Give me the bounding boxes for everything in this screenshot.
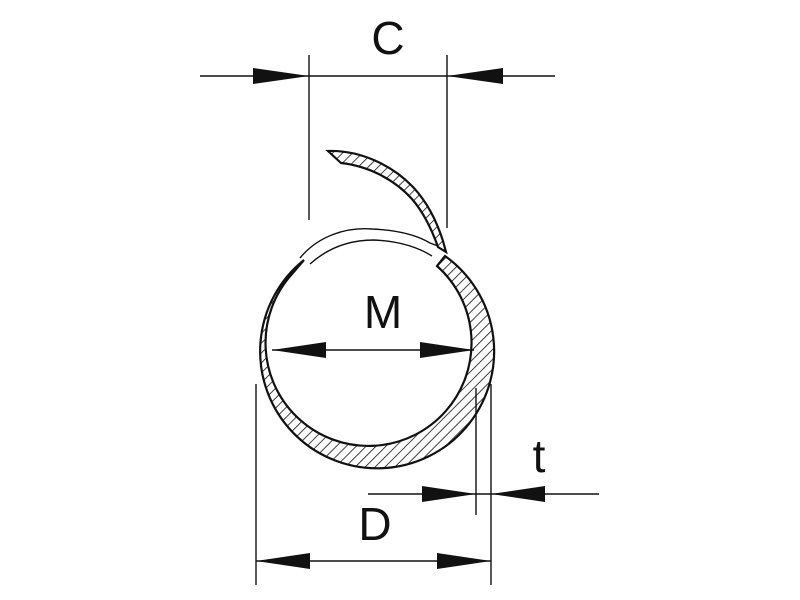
dimension-t: t — [368, 384, 599, 585]
t-arrow-right — [491, 486, 545, 502]
m-arrow-right — [420, 342, 474, 358]
c-arrow-right — [447, 68, 503, 84]
ring-broken-edge-outer — [299, 228, 447, 259]
ring-broken-edge-inner — [309, 239, 433, 265]
d-arrow-left — [256, 553, 310, 569]
dimension-m: M — [272, 286, 474, 358]
dimension-d: D — [255, 384, 491, 585]
m-arrow-left — [272, 342, 326, 358]
d-arrow-right — [437, 553, 491, 569]
d-label: D — [358, 498, 391, 550]
c-label: C — [371, 12, 404, 64]
dimension-c: C — [200, 12, 555, 228]
ring-section — [259, 228, 496, 470]
ring-wall-hatched — [259, 254, 496, 470]
c-arrow-left — [253, 68, 309, 84]
m-label: M — [364, 286, 402, 338]
t-label: t — [533, 430, 546, 482]
t-arrow-left — [422, 486, 476, 502]
curled-lip-section — [325, 149, 448, 255]
